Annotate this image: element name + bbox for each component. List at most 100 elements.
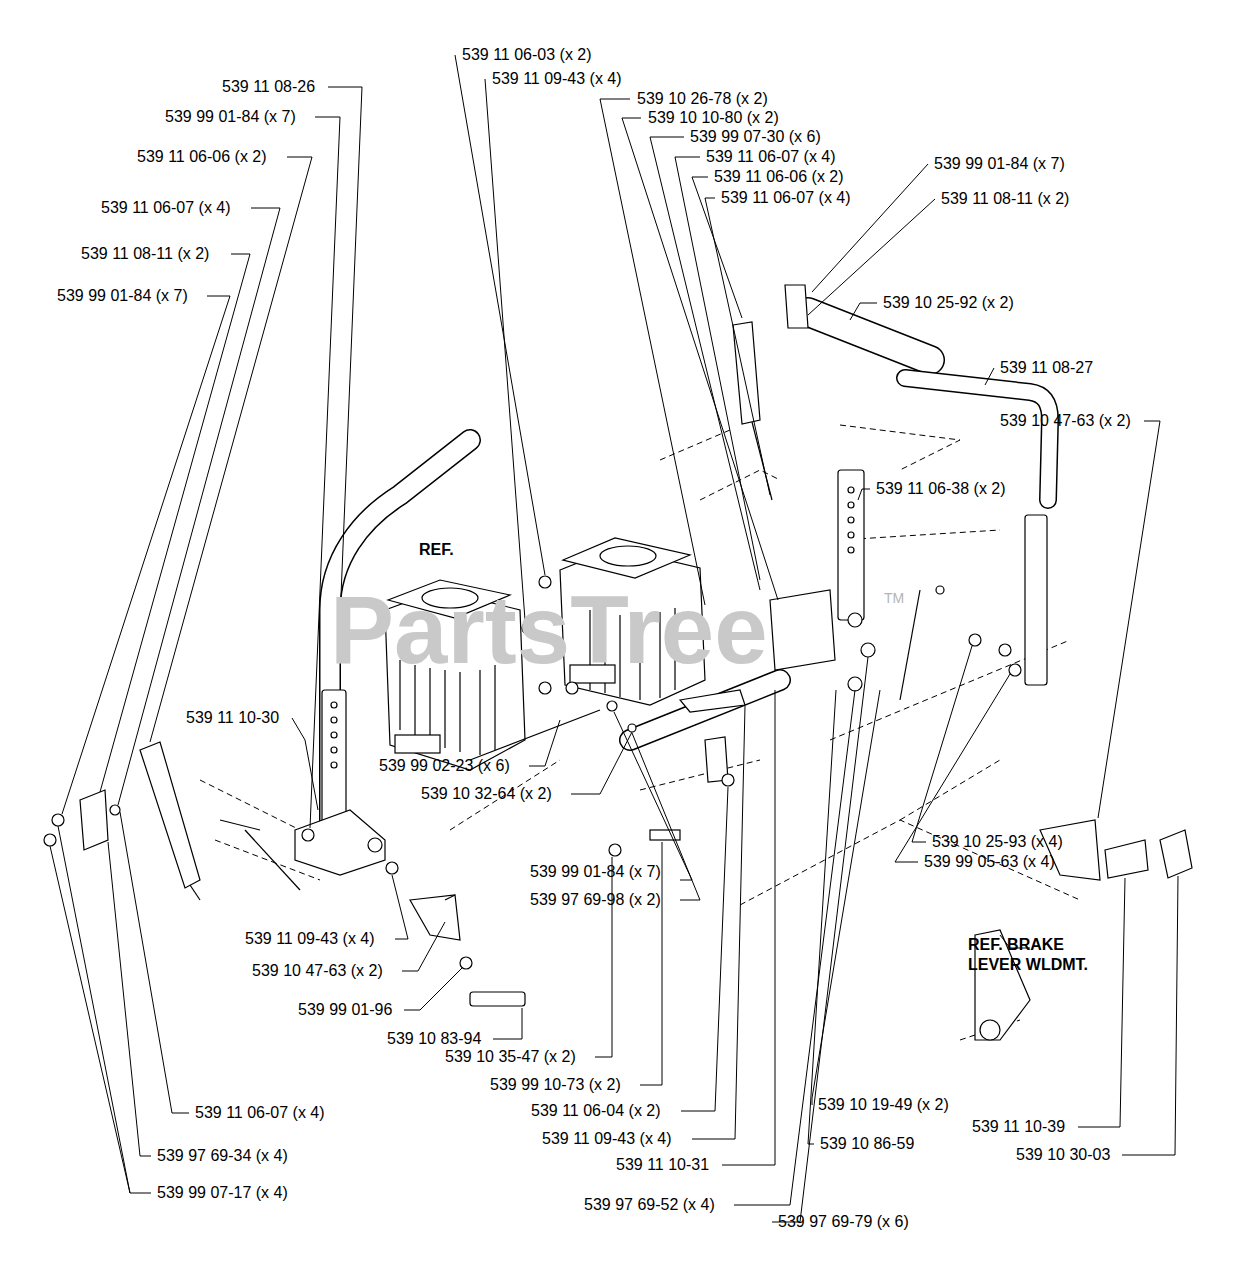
hardware-part xyxy=(609,844,621,856)
leader-lines-part xyxy=(485,79,525,620)
part-number: 539 11 06-07 (x 4) xyxy=(195,1103,325,1123)
brackets-part xyxy=(680,690,745,712)
leader-lines-part xyxy=(402,922,445,971)
part-number: 539 11 10-39 xyxy=(972,1117,1065,1137)
dashed-guides xyxy=(200,425,1080,1040)
leader-lines-part xyxy=(722,690,775,1165)
leader-lines-part xyxy=(50,826,151,1193)
brackets-part xyxy=(331,732,337,738)
hardware-part xyxy=(936,586,944,594)
leader-lines-part xyxy=(681,787,728,1111)
hydro-pump-part xyxy=(395,735,440,753)
handle-tube xyxy=(330,312,1050,830)
part-number: 539 11 06-03 (x 2) xyxy=(462,45,592,65)
part-number: 539 10 30-03 xyxy=(1016,1145,1110,1165)
brackets-part xyxy=(785,285,808,328)
brackets-part xyxy=(848,532,854,538)
hardware-part xyxy=(110,805,120,815)
part-number: 539 11 06-07 (x 4) xyxy=(706,147,836,167)
part-number: 539 11 08-26 xyxy=(222,77,315,97)
hardware-part xyxy=(44,834,56,846)
watermark: PartsTree xyxy=(330,580,768,680)
part-number: 539 10 47-63 (x 2) xyxy=(1000,411,1131,431)
brackets-part xyxy=(848,487,854,493)
leader-lines-part xyxy=(108,842,151,1156)
ref-note: REF. xyxy=(419,540,454,560)
brackets-part xyxy=(770,590,835,670)
leader-lines-part xyxy=(292,718,318,810)
part-number: 539 11 09-43 (x 4) xyxy=(245,929,375,949)
leader-lines-part xyxy=(692,706,745,1139)
brackets-part xyxy=(848,547,854,553)
part-number: 539 99 07-30 (x 6) xyxy=(690,127,821,147)
brackets-part xyxy=(80,790,108,850)
hardware-part xyxy=(900,590,920,700)
brackets-part xyxy=(331,717,337,723)
part-number: 539 10 86-59 xyxy=(820,1134,914,1154)
part-number: 539 10 25-92 (x 2) xyxy=(883,293,1014,313)
part-number: 539 99 07-17 (x 4) xyxy=(157,1183,288,1203)
leader-lines-part xyxy=(812,690,880,1105)
part-number: 539 11 08-11 (x 2) xyxy=(941,189,1069,209)
hardware-part xyxy=(969,634,981,646)
leader-lines-part xyxy=(850,303,877,320)
gas-spring-part xyxy=(140,742,200,888)
part-number: 539 99 01-84 (x 7) xyxy=(934,154,1065,174)
hardware xyxy=(44,576,1192,1040)
leader-lines-part xyxy=(1122,876,1178,1155)
brackets-part xyxy=(368,838,382,852)
brackets-part xyxy=(331,762,337,768)
leader-lines-part xyxy=(614,712,692,880)
hardware-part xyxy=(386,862,398,874)
brackets-part xyxy=(848,502,854,508)
leader-lines-part xyxy=(392,875,408,939)
leader-lines-part xyxy=(705,198,770,495)
hardware-part xyxy=(52,814,64,826)
leader-lines-part xyxy=(808,690,836,1144)
leader-lines-part xyxy=(1098,421,1160,818)
part-number: 539 11 06-07 (x 4) xyxy=(721,188,851,208)
part-number: 539 11 08-27 xyxy=(1000,358,1093,378)
part-number: 539 99 05-63 (x 4) xyxy=(924,852,1055,872)
part-number: 539 10 25-93 (x 4) xyxy=(932,832,1063,852)
leader-lines-part xyxy=(120,812,189,1113)
hydro-pump-part xyxy=(600,546,656,566)
hardware-part xyxy=(861,643,875,657)
ref-note: REF. BRAKE LEVER WLDMT. xyxy=(968,935,1088,975)
part-number: 539 11 06-07 (x 4) xyxy=(101,198,231,218)
part-number: 539 99 10-73 (x 2) xyxy=(490,1075,621,1095)
hardware-part xyxy=(1105,840,1148,878)
brackets-part xyxy=(295,810,385,875)
leader-lines-part xyxy=(404,968,462,1010)
part-number: 539 11 06-06 (x 2) xyxy=(137,147,267,167)
hardware-part xyxy=(999,644,1011,656)
part-number: 539 11 09-43 (x 4) xyxy=(492,69,622,89)
hardware-part xyxy=(245,830,300,890)
part-number: 539 11 06-38 (x 2) xyxy=(876,479,1006,499)
hydro-pump-part xyxy=(563,538,690,578)
part-number: 539 99 01-84 (x 7) xyxy=(57,286,188,306)
part-number: 539 11 06-06 (x 2) xyxy=(714,167,844,187)
leader-lines-part xyxy=(595,857,612,1057)
brackets xyxy=(80,285,1100,1006)
leader-lines-part xyxy=(985,368,994,385)
leader-lines-part xyxy=(675,157,760,580)
part-number: 539 99 01-84 (x 7) xyxy=(165,107,296,127)
leader-lines-part xyxy=(150,157,312,742)
handle-tube-part xyxy=(808,312,930,360)
hardware-part xyxy=(302,829,314,841)
trademark-mark: TM xyxy=(884,588,904,608)
brackets-part xyxy=(331,747,337,753)
gas-spring-part xyxy=(733,322,760,424)
hardware-part xyxy=(220,820,260,830)
hardware-part xyxy=(650,830,680,840)
hardware-part xyxy=(1160,830,1192,878)
hardware-part xyxy=(539,682,551,694)
part-number: 539 10 35-47 (x 2) xyxy=(445,1047,576,1067)
part-number: 539 97 69-98 (x 2) xyxy=(530,890,661,910)
part-number: 539 99 01-84 (x 7) xyxy=(530,862,661,882)
part-number: 539 11 10-31 xyxy=(616,1155,709,1175)
part-number: 539 11 10-30 xyxy=(186,708,279,728)
hardware-part xyxy=(460,957,472,969)
brackets-part xyxy=(331,702,337,708)
